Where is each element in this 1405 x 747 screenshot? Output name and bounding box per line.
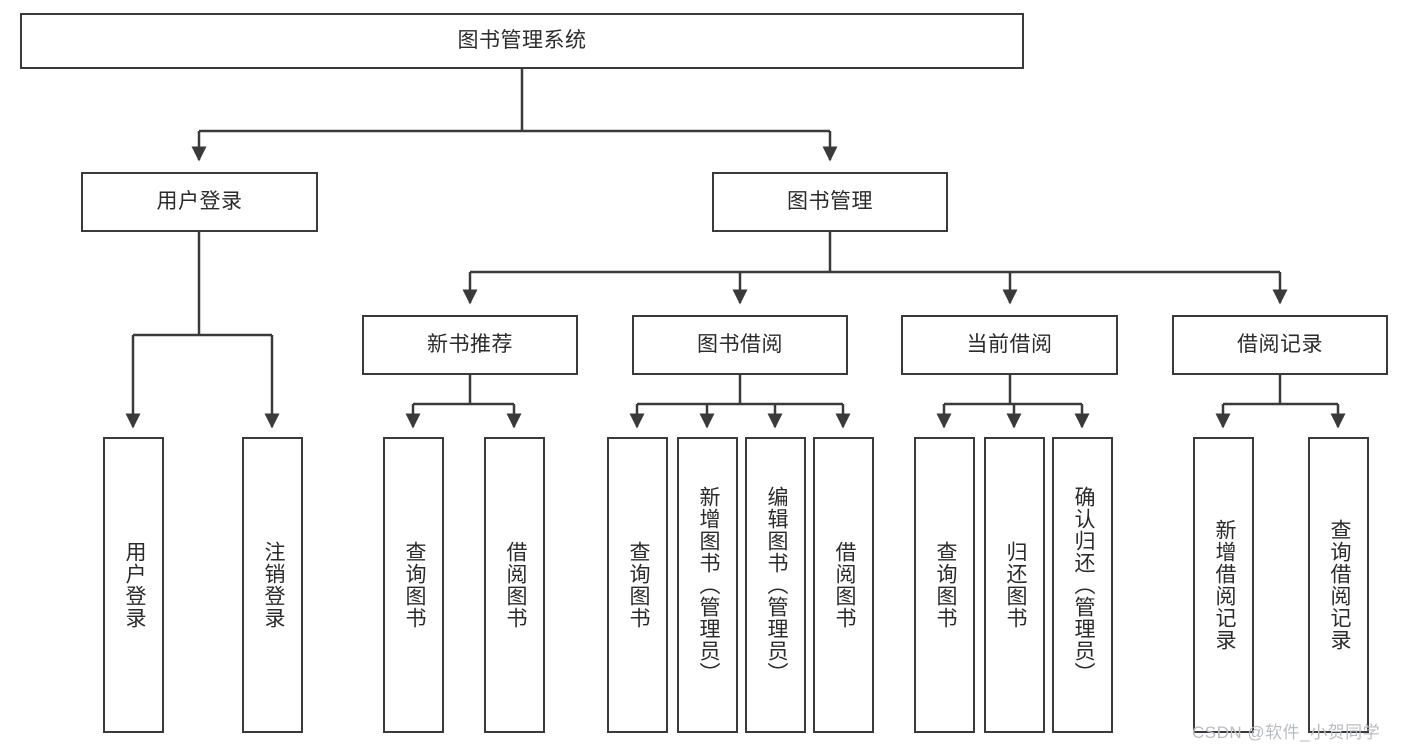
node-book-management[interactable]: 图书管理 [712,172,948,232]
node-user-login[interactable]: 用户登录 [81,172,318,232]
node-root-label: 图书管理系统 [457,29,587,53]
leaf-add-book[interactable]: 新增图书（管理员） [677,437,738,733]
leaf-confirm-return[interactable]: 确认归还（管理员） [1052,437,1113,733]
leaf-query-book-3[interactable]: 查询图书 [914,437,975,733]
node-book-management-label: 图书管理 [787,190,873,214]
leaf-return-book-label: 归还图书 [1003,541,1027,629]
leaf-return-book[interactable]: 归还图书 [984,437,1045,733]
node-user-login-label: 用户登录 [156,190,243,214]
leaf-add-record[interactable]: 新增借阅记录 [1193,437,1254,733]
leaf-add-book-label: 新增图书（管理员） [696,486,720,684]
node-current-borrow-label: 当前借阅 [966,333,1053,357]
node-borrow-record[interactable]: 借阅记录 [1172,315,1388,375]
leaf-borrow-book-1[interactable]: 借阅图书 [484,437,545,733]
leaf-borrow-book-2-label: 借阅图书 [832,541,856,629]
leaf-query-book-1-label: 查询图书 [402,541,426,629]
leaf-confirm-return-label: 确认归还（管理员） [1071,486,1095,684]
leaf-add-record-label: 新增借阅记录 [1212,519,1236,651]
leaf-logout[interactable]: 注销登录 [242,437,303,733]
leaf-borrow-book-1-label: 借阅图书 [503,541,527,629]
leaf-query-record-label: 查询借阅记录 [1327,519,1351,651]
leaf-query-book-2-label: 查询图书 [626,541,650,629]
leaf-edit-book-label: 编辑图书（管理员） [764,486,788,684]
leaf-query-book-2[interactable]: 查询图书 [607,437,668,733]
leaf-logout-label: 注销登录 [261,541,285,629]
leaf-query-record[interactable]: 查询借阅记录 [1308,437,1369,733]
leaf-user-login[interactable]: 用户登录 [103,437,164,733]
leaf-edit-book[interactable]: 编辑图书（管理员） [745,437,806,733]
node-root-system[interactable]: 图书管理系统 [20,13,1024,69]
leaf-query-book-3-label: 查询图书 [933,541,957,629]
leaf-query-book-1[interactable]: 查询图书 [383,437,444,733]
node-book-borrow[interactable]: 图书借阅 [632,315,848,375]
node-new-book-recommend-label: 新书推荐 [427,333,513,357]
node-borrow-record-label: 借阅记录 [1237,333,1323,357]
leaf-borrow-book-2[interactable]: 借阅图书 [813,437,874,733]
leaf-user-login-label: 用户登录 [122,541,146,629]
node-book-borrow-label: 图书借阅 [697,333,783,357]
node-new-book-recommend[interactable]: 新书推荐 [362,315,578,375]
node-current-borrow[interactable]: 当前借阅 [901,315,1118,375]
csdn-watermark: CSDN @软件_小贺同学 [1192,723,1381,742]
